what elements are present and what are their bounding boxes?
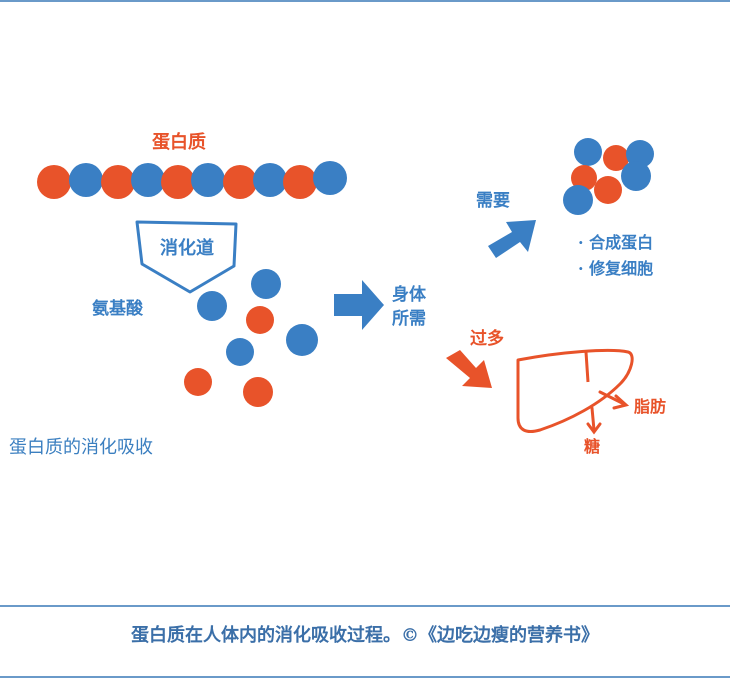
sugar-label: 糖 (584, 437, 600, 456)
synthesized-protein-cluster (563, 138, 654, 215)
excess-label: 过多 (470, 328, 504, 349)
protein-label: 蛋白质 (152, 131, 206, 153)
digestive-tract-label: 消化道 (160, 237, 214, 259)
caption-rule-top (0, 605, 730, 607)
protein-digestion-diagram: 蛋白质 消化道 氨基酸 身体 所需 需要 (37, 131, 666, 456)
protein-chain-icon (37, 161, 347, 199)
amino-acid-label: 氨基酸 (92, 298, 144, 319)
arrow-up-right-icon (488, 220, 536, 258)
top-rule (0, 0, 730, 2)
body-needs-label-2: 所需 (392, 309, 426, 329)
need-label: 需要 (476, 191, 510, 211)
body-needs-label-1: 身体 (392, 284, 427, 305)
liver-icon (516, 348, 634, 433)
caption-rule-bottom (0, 676, 730, 678)
synthesize-protein-label: · 合成蛋白 (578, 233, 653, 252)
arrow-right-icon (334, 280, 384, 330)
amino-acid-molecules (184, 269, 318, 407)
repair-cells-label: · 修复细胞 (578, 259, 653, 278)
liver-outflow-arrows (586, 390, 630, 435)
credit-caption: 蛋白质在人体内的消化吸收过程。©《边吃边瘦的营养书》 (131, 625, 599, 646)
figure-caption: 蛋白质的消化吸收 (9, 437, 153, 458)
arrow-down-right-icon (446, 350, 492, 388)
funnel-icon (135, 220, 238, 294)
fat-label: 脂肪 (634, 397, 666, 416)
